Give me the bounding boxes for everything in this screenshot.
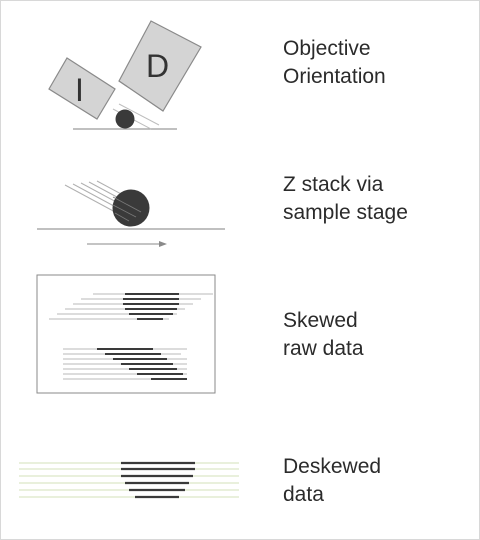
illumination-objective <box>48 57 116 120</box>
label-line: Objective <box>283 37 371 60</box>
label-line: Deskewed <box>283 455 382 478</box>
label-line: raw data <box>283 337 364 360</box>
label-objective-orientation: Objective Orientation <box>283 35 386 91</box>
data-frame <box>36 274 216 394</box>
sample-bead <box>115 109 135 129</box>
deskewed-data-diagram <box>19 461 239 499</box>
label-line: data <box>283 483 324 506</box>
panel-z-stack: Z stack via sample stage <box>1 161 479 261</box>
skewed-raw-data-diagram <box>36 274 216 394</box>
raw-slices-upper <box>49 293 213 320</box>
stripe-overlay <box>112 196 142 222</box>
label-line: Skewed <box>283 309 358 332</box>
panel-skewed-raw-data: Skewed raw data <box>1 267 479 399</box>
sample-cross-sections-lower <box>97 348 187 380</box>
sample-cross-sections-deskewed <box>121 461 195 499</box>
panel-deskewed-data: Deskewed data <box>1 441 479 521</box>
illumination-letter: I <box>75 72 84 108</box>
objective-edge <box>118 80 164 112</box>
beam-line <box>118 103 160 126</box>
label-z-stack: Z stack via sample stage <box>283 171 408 227</box>
panel-objective-orientation: I D Objective Orientation <box>1 1 479 141</box>
label-deskewed-data: Deskewed data <box>283 453 381 509</box>
z-stack-diagram <box>37 180 225 247</box>
detection-letter: D <box>146 48 169 84</box>
label-line: Orientation <box>283 65 386 88</box>
sample-cross-sections-upper <box>123 293 179 320</box>
label-skewed-raw-data: Skewed raw data <box>283 307 364 363</box>
label-line: Z stack via <box>283 173 384 196</box>
arrow-head <box>159 241 167 247</box>
label-line: sample stage <box>283 201 408 224</box>
objective-orientation-diagram: I D <box>48 20 202 130</box>
